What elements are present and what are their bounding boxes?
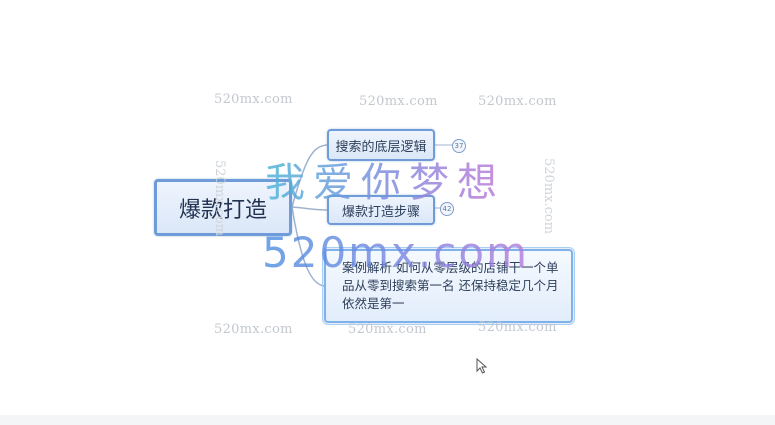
watermark-text: 520mx.com [348,322,427,337]
topic-search-logic[interactable]: 搜索的底层逻辑 [327,129,435,161]
topic-bestseller-steps[interactable]: 爆款打造步骤 [327,195,435,225]
watermark-text-vertical: 520mx.com [541,158,556,235]
watermark-text-vertical: 520mx.com [212,160,227,237]
bottom-edge [0,415,775,425]
link-branch-1 [291,144,328,208]
watermark-site-large: 520mx.com [262,228,529,277]
watermark-text: 520mx.com [214,92,293,107]
watermark-text: 520mx.com [214,322,293,337]
watermark-slogan: 我爱你梦想 [265,150,505,208]
link-branch-2 [291,206,328,211]
link-branch-3 [291,206,325,287]
watermark-text: 520mx.com [478,320,557,335]
watermark-text: 520mx.com [478,94,557,109]
watermark-text: 520mx.com [359,94,438,109]
root-topic[interactable]: 爆款打造 [154,179,292,236]
collapsed-count-badge[interactable]: 37 [452,139,466,153]
collapsed-count-badge[interactable]: 42 [440,202,454,216]
topic-case-study[interactable]: 案例解析 如何从零层级的店铺干一个单品从零到搜索第一名 还保持稳定几个月依然是第… [322,247,575,325]
mouse-cursor-icon [476,358,488,374]
